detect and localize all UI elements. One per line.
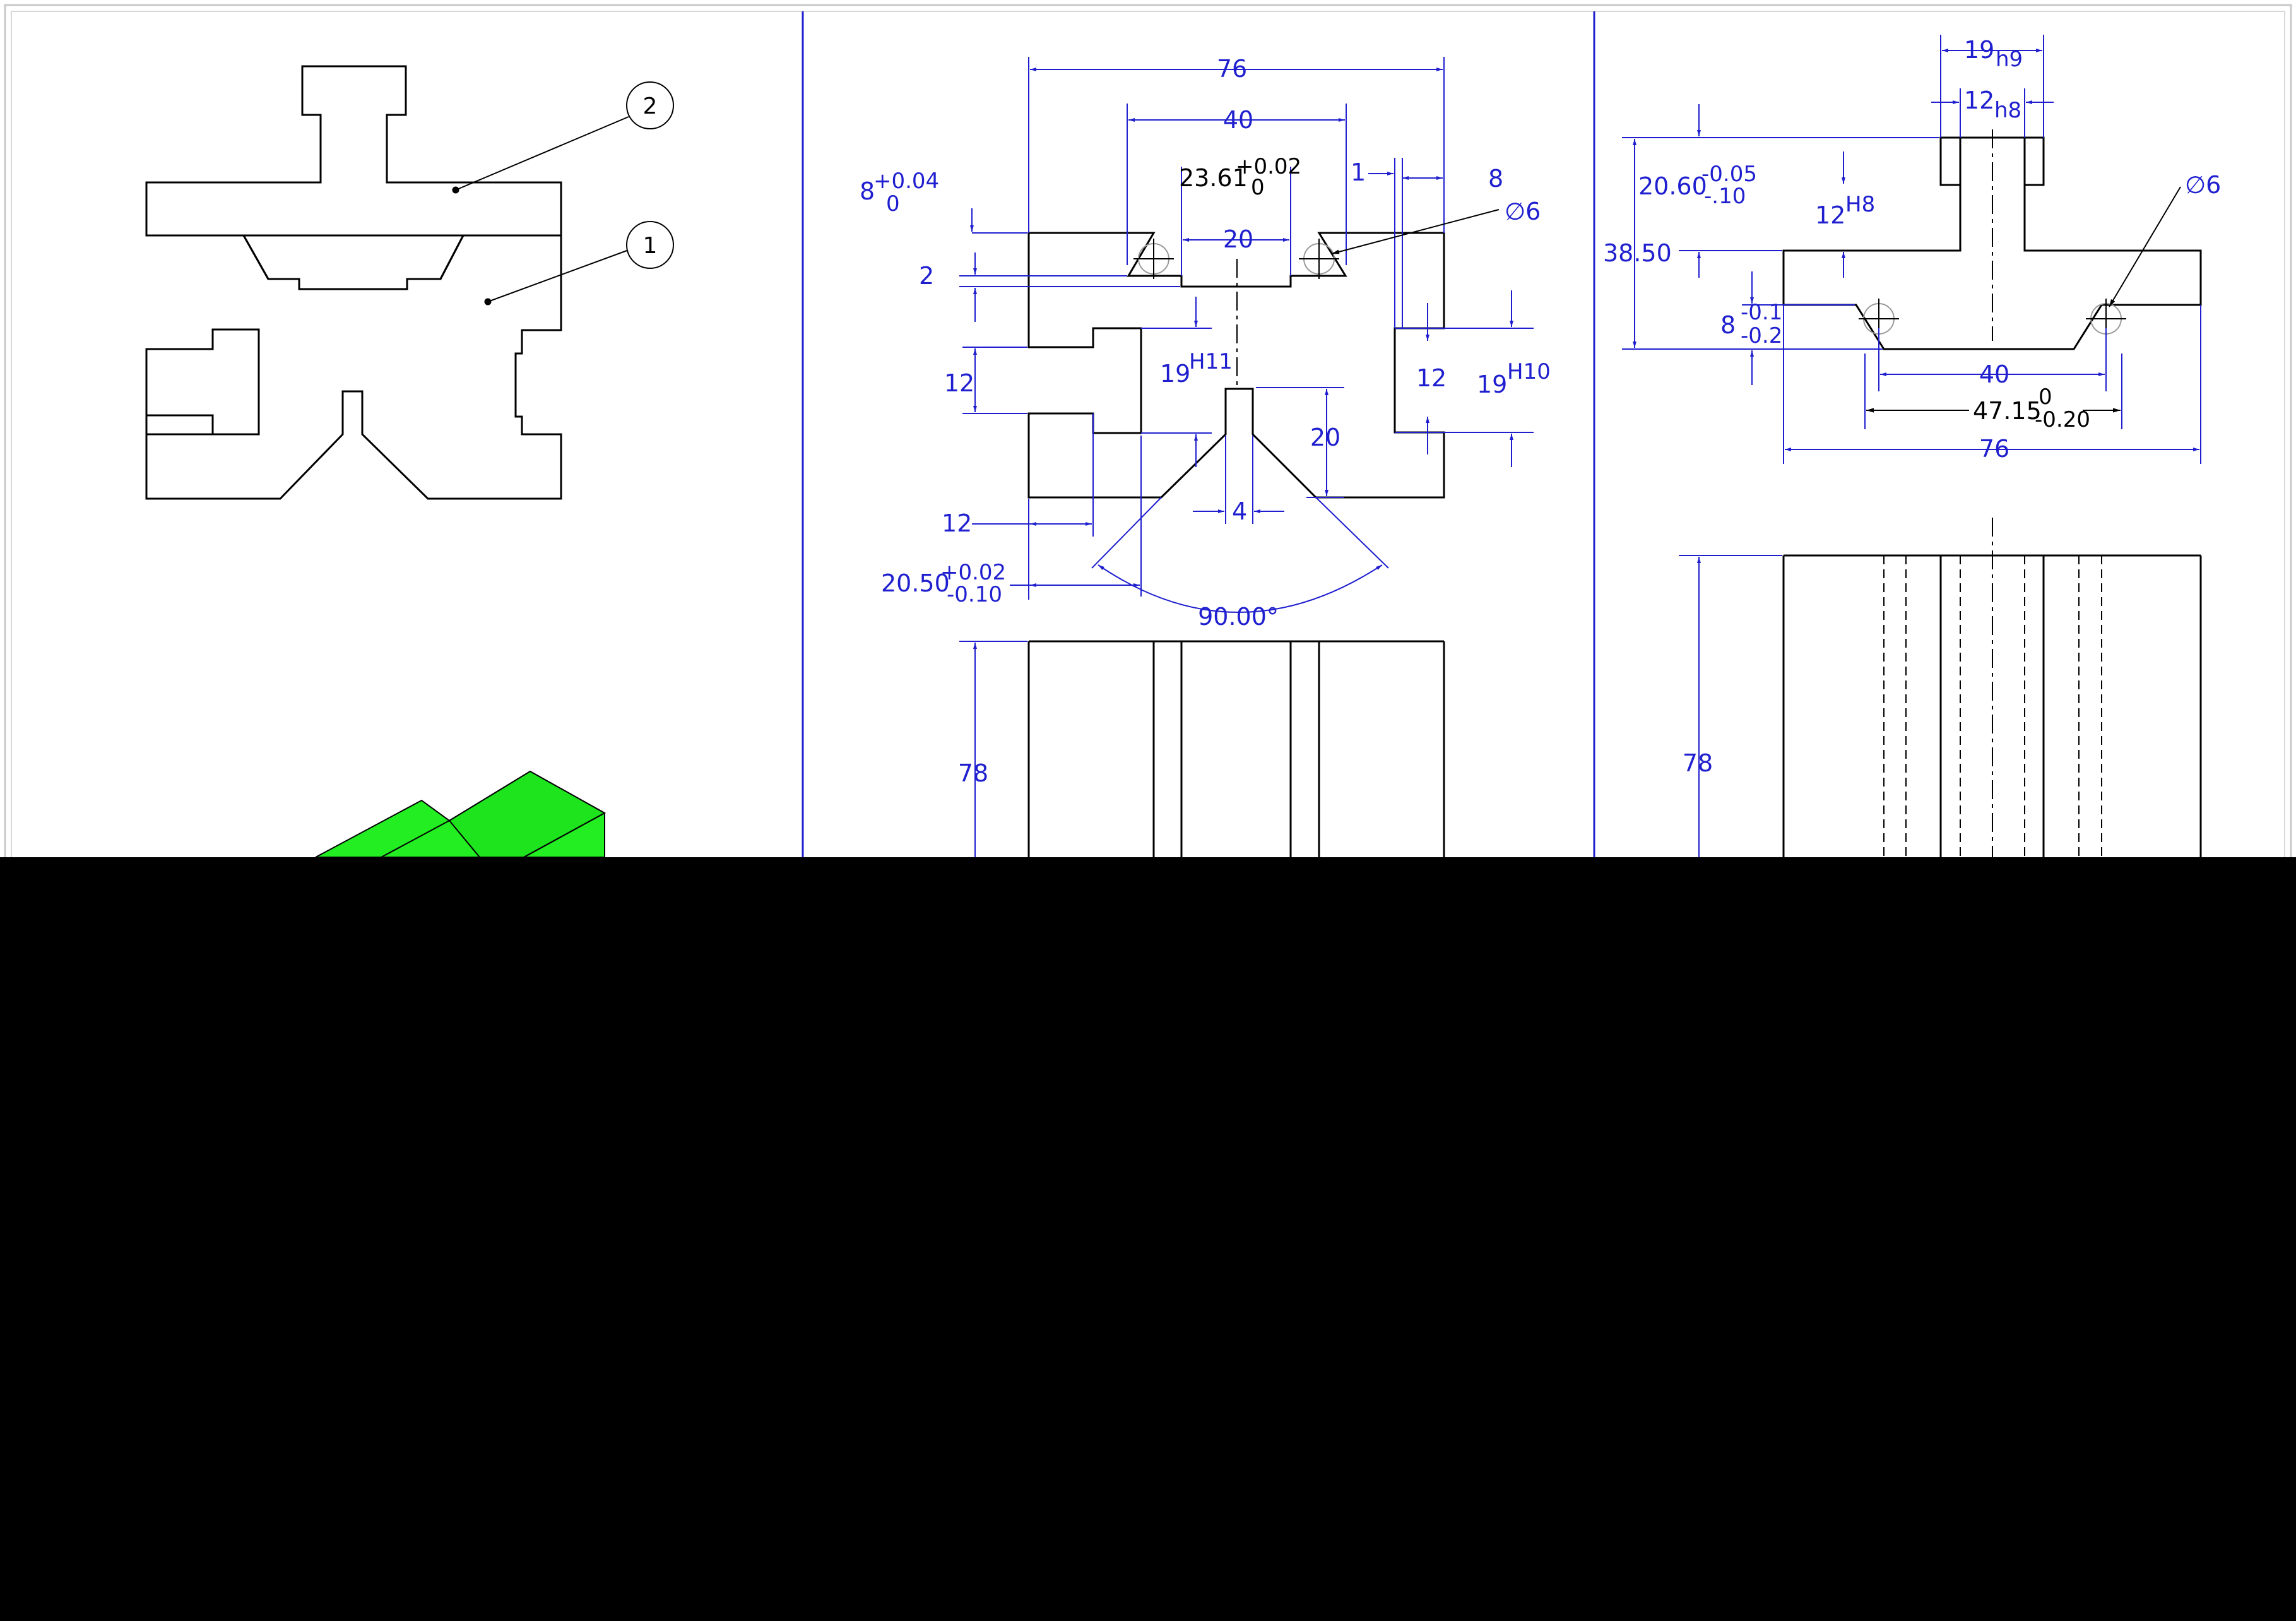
dim-19r-label: 19 [1477, 371, 1507, 398]
dim12H8-fit: H8 [1845, 192, 1875, 217]
balloon-1-label: 1 [643, 233, 658, 259]
assembly-view [145, 65, 674, 500]
dim-8-label: 8 [1488, 165, 1503, 193]
hole-markers [1133, 239, 1339, 279]
slide-phi6-leader [2109, 186, 2181, 307]
dim-19-label: 19 [1160, 360, 1190, 388]
phi6-leader [1331, 209, 1500, 254]
dim-phi6-label: ∅6 [1505, 198, 1541, 225]
base-left-notch [145, 328, 260, 436]
dim8-lower: -0.2 [1741, 323, 1782, 348]
dim-23-label: 23.61 [1179, 164, 1248, 192]
dim-76-label: 76 [1217, 55, 1247, 83]
isometric-view [315, 770, 607, 857]
dim-40-label: 40 [1223, 106, 1253, 134]
dim8-label: 8 [1720, 311, 1736, 339]
slide-78-label: 78 [1683, 749, 1713, 777]
dim-2050-label: 20.50 [881, 569, 950, 597]
dim-19r-fit: H10 [1507, 359, 1551, 384]
dim40-label: 40 [1979, 360, 2009, 388]
base-dimension-lines [959, 57, 1534, 857]
blank-region [0, 857, 2296, 1621]
dim8-upper: -0.1 [1741, 300, 1782, 325]
angle-arc [1098, 564, 1383, 613]
dim12h8-fit: h8 [1994, 98, 2021, 123]
base-part-outline [145, 234, 562, 500]
slide-part-outline [145, 65, 562, 290]
balloon-1 [626, 221, 674, 269]
angle-label: 90.00° [1198, 603, 1279, 631]
technical-drawing: 2 1 [4, 4, 2292, 857]
dim19h9-label: 19 [1964, 36, 1994, 64]
dim-23-lower: 0 [1251, 175, 1265, 200]
dim-12r-label: 12 [1416, 364, 1447, 392]
dim-12l-label: 12 [944, 369, 974, 397]
dim-19-fit: H11 [1189, 349, 1233, 374]
dim12H8-label: 12 [1815, 201, 1845, 229]
dim-1-label: 1 [1351, 158, 1366, 186]
dim2060-upper: -0.05 [1701, 162, 1757, 187]
angle-ext-a [1091, 497, 1162, 569]
dim3850-label: 38.50 [1603, 239, 1672, 267]
balloon-2-label: 2 [643, 93, 658, 119]
slide-hidden-lines [1883, 555, 2102, 857]
dim-2-label: 2 [919, 262, 934, 290]
dim-12b-label: 12 [942, 509, 972, 537]
dim4715-lower: -0.20 [2035, 407, 2090, 432]
dim4715-label: 47.15 [1973, 397, 2042, 425]
dim19h9-fit: h9 [1996, 47, 2023, 72]
dim-2050-upper: +0.02 [940, 560, 1006, 585]
leader-dot [484, 298, 492, 306]
dim-2050-lower: -0.10 [947, 582, 1002, 607]
dim-8top-lower: 0 [886, 191, 900, 217]
base-side-view [1027, 640, 1445, 857]
slide-front-view [1782, 136, 2202, 350]
dim-20c-label: 20 [1223, 225, 1253, 253]
dim-8top-upper: +0.04 [873, 169, 939, 194]
leader-dot [452, 186, 459, 194]
dim4715-upper: 0 [2039, 384, 2052, 410]
balloon-2-leader [455, 116, 629, 191]
dim-8top-label: 8 [860, 177, 875, 205]
dim12h8-label: 12 [1964, 86, 1994, 114]
balloon-1-leader [487, 249, 629, 302]
balloon-2 [626, 81, 674, 129]
dim-4-label: 4 [1232, 497, 1247, 525]
dim76-label: 76 [1979, 435, 2009, 463]
dim-23-upper: +0.02 [1236, 154, 1301, 179]
iso-edge [381, 820, 450, 857]
dim-78-label: 78 [958, 759, 988, 787]
sheet-border [4, 4, 2292, 857]
drawing-sheet: 2 1 [0, 0, 2296, 857]
slide-dimension-lines [1622, 35, 2201, 857]
iso-edge [523, 812, 605, 857]
slide-hole-markers [1859, 299, 2126, 339]
dim2060-lower: -.10 [1704, 184, 1746, 209]
angle-ext-b [1315, 497, 1389, 569]
sheet-inner-border [11, 11, 2285, 857]
slide-outline [1782, 136, 2202, 350]
dim-20v-label: 20 [1310, 424, 1340, 451]
slide-phi6-label: ∅6 [2185, 171, 2221, 199]
dim2060-label: 20.60 [1638, 172, 1707, 200]
